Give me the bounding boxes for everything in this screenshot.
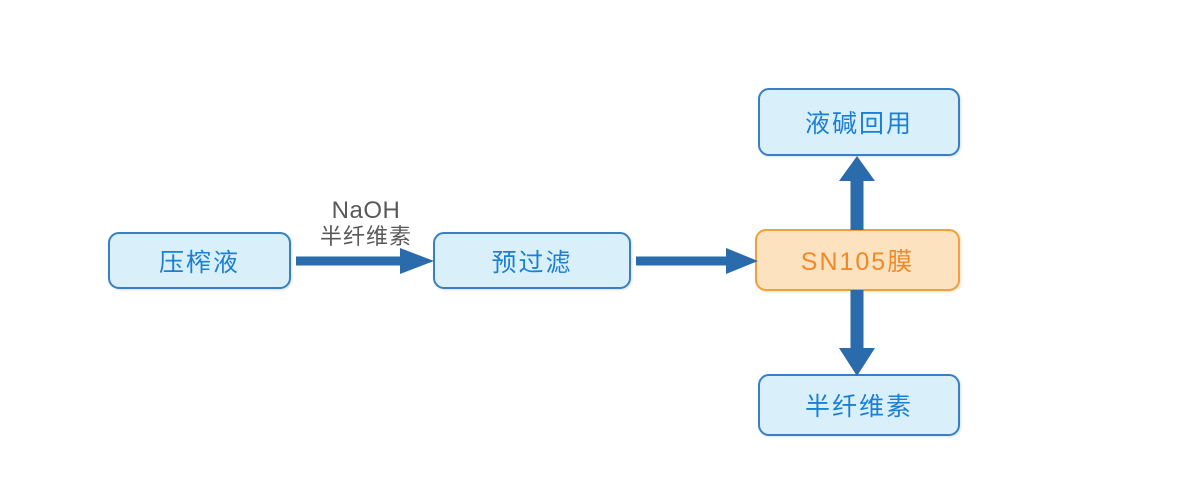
edge-label-naoh-hemicellulose: NaOH 半纤维素 — [286, 197, 446, 250]
node-pressed-liquid[interactable]: 压榨液 — [108, 232, 291, 289]
arrow-membrane-to-alkali-reuse — [839, 156, 875, 230]
node-alkali-reuse-label: 液碱回用 — [804, 110, 913, 138]
node-pressed-liquid-label: 压榨液 — [158, 248, 240, 277]
node-sn105-membrane-label: SN105膜 — [800, 248, 915, 276]
arrow-pressed-liquid-to-prefiltration — [296, 248, 434, 274]
arrow-prefiltration-to-membrane — [636, 248, 758, 274]
node-prefiltration-label: 预过滤 — [491, 248, 573, 277]
arrow-membrane-to-hemicellulose — [839, 290, 875, 376]
node-alkali-reuse[interactable]: 液碱回用 — [758, 88, 960, 156]
node-hemicellulose[interactable]: 半纤维素 — [758, 374, 960, 436]
node-hemicellulose-label: 半纤维素 — [804, 393, 913, 421]
node-sn105-membrane[interactable]: SN105膜 — [755, 229, 960, 291]
node-prefiltration[interactable]: 预过滤 — [433, 232, 631, 289]
edge-label-line-1: NaOH — [331, 197, 401, 224]
